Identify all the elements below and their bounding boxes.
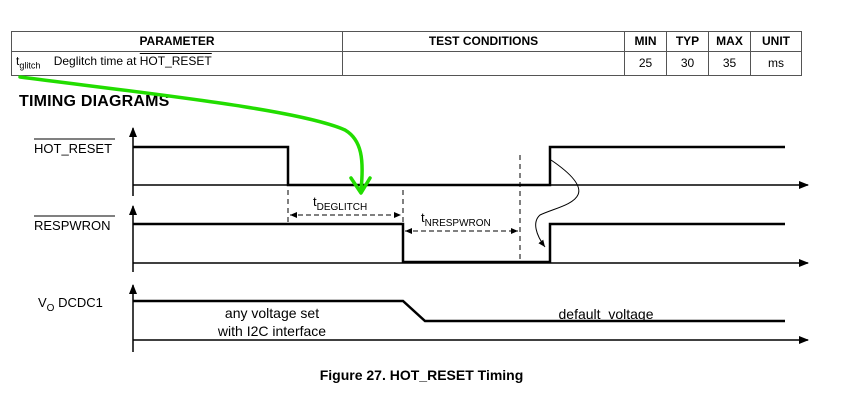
max-cell: 35	[708, 50, 751, 77]
highlight-arrow	[18, 75, 372, 195]
any-voltage-label-1: any voltage set	[225, 305, 319, 321]
min-cell: 25	[624, 50, 667, 77]
parameter-signal: HOT_RESET	[139, 54, 212, 68]
vo-dcdc1-label: VO DCDC1	[38, 295, 103, 314]
table-row: tglitch Deglitch time at HOT_RESET 25 30…	[11, 50, 802, 77]
parameter-cell: tglitch Deglitch time at HOT_RESET	[11, 50, 343, 77]
any-voltage-label-2: with I2C interface	[217, 323, 326, 339]
t-nrespwron-label: tNRESPWRON	[421, 210, 491, 229]
parameter-description: Deglitch time at	[53, 54, 137, 68]
hot-reset-label: HOT_RESET	[34, 138, 115, 156]
svg-text:RESPWRON: RESPWRON	[34, 218, 111, 233]
svg-text:HOT_RESET: HOT_RESET	[34, 141, 112, 156]
causality-curve	[535, 159, 580, 248]
default-voltage-label: default_voltage	[559, 306, 654, 322]
respwron-waveform	[133, 222, 785, 264]
vo-axes	[129, 284, 809, 352]
unit-cell: ms	[750, 50, 802, 77]
typ-cell: 30	[666, 50, 709, 77]
hot-reset-waveform	[133, 145, 785, 187]
t-deglitch-label: tDEGLITCH	[313, 194, 367, 213]
parameter-table: PARAMETER TEST CONDITIONS MIN TYP MAX UN…	[11, 31, 802, 77]
timing-diagrams-title: TIMING DIAGRAMS	[19, 93, 170, 110]
symbol-tglitch: tglitch	[16, 54, 41, 71]
test-conditions-cell	[342, 50, 625, 77]
respwron-label: RESPWRON	[34, 215, 115, 233]
figure-caption: Figure 27. HOT_RESET Timing	[319, 367, 524, 383]
vo-dcdc1-waveform	[133, 299, 785, 323]
header-max: MAX	[708, 31, 751, 52]
